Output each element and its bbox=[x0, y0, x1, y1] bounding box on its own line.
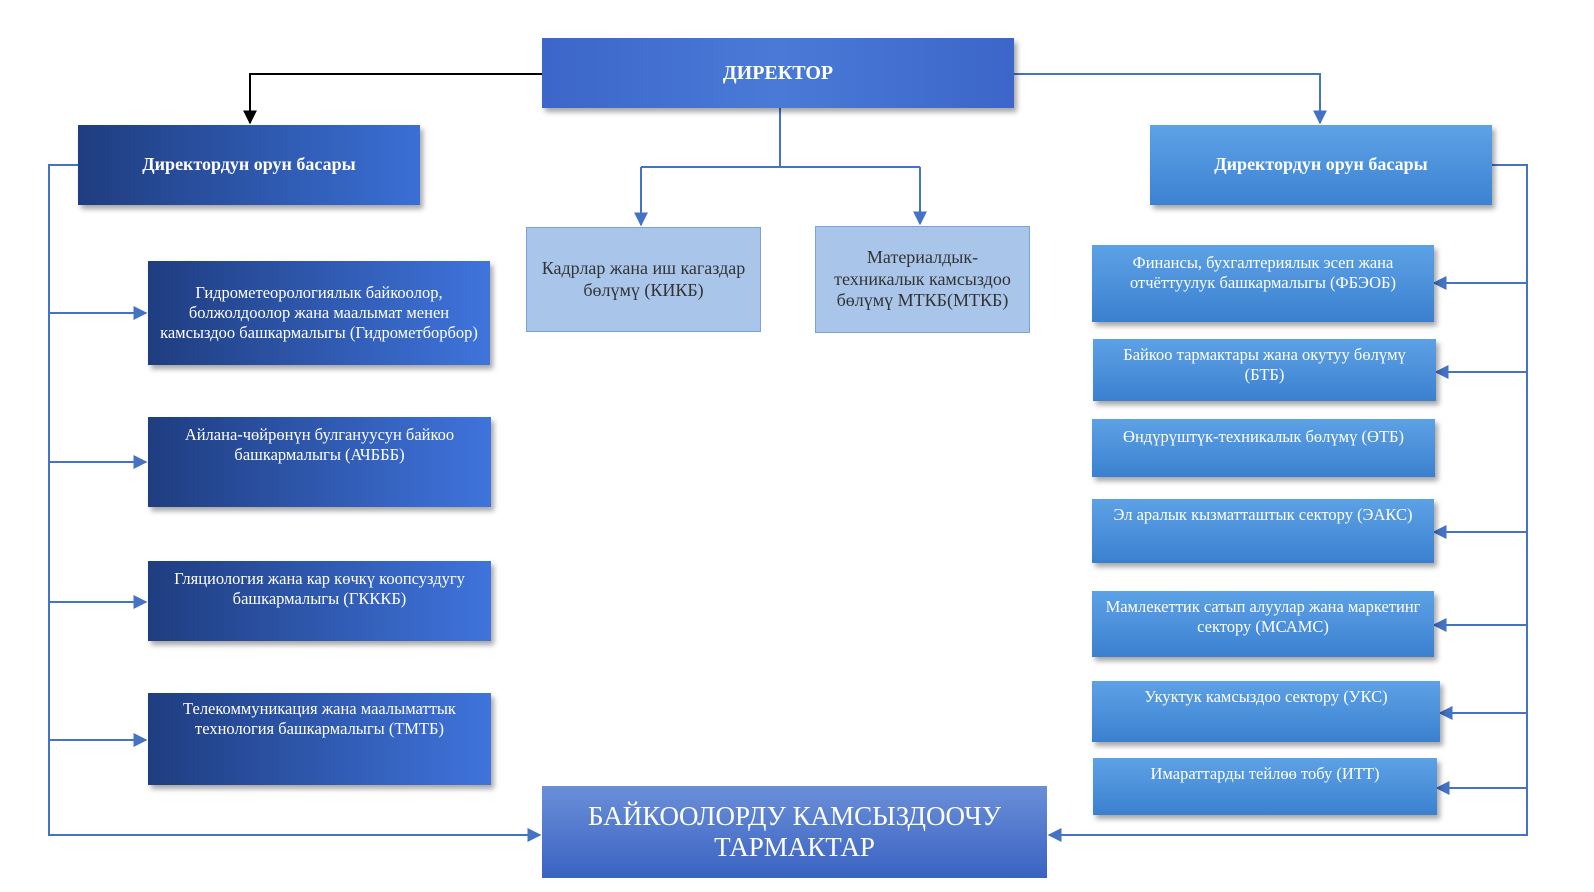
unit-tmtb: Телекоммуникация жана маалыматтык технол… bbox=[148, 693, 491, 785]
unit-uks: Укуктук камсыздоо сектору (УКС) bbox=[1092, 681, 1440, 742]
left-bus-connector bbox=[48, 164, 542, 842]
unit-msams: Мамлекеттик сатып алуулар жана маркетинг… bbox=[1092, 591, 1434, 657]
unit-fbeob: Финансы, бухгалтериялык эсеп жана отчётт… bbox=[1092, 245, 1434, 322]
right-bus-connector bbox=[1047, 164, 1528, 842]
deputy-director-right: Директордун орун басары bbox=[1150, 125, 1492, 205]
deputy-director-left: Директордун орун басары bbox=[78, 125, 420, 205]
director-to-left-deputy-connector bbox=[243, 73, 542, 125]
unit-gidrometborbor: Гидрометеорологиялык байкоолор, болжолдо… bbox=[148, 261, 490, 365]
supporting-networks-box: БАЙКООЛОРДУ КАМСЫЗДООЧУ ТАРМАКТАР bbox=[542, 786, 1047, 878]
unit-itt: Имараттарды тейлөө тобу (ИТТ) bbox=[1093, 758, 1437, 815]
unit-btb: Байкоо тармактары жана окутуу бөлүмү (БТ… bbox=[1093, 339, 1436, 401]
director-box: ДИРЕКТОР bbox=[542, 38, 1014, 108]
unit-otb: Өндүрүштүк-техникалык бөлүмү (ӨТБ) bbox=[1092, 419, 1435, 477]
unit-eaks: Эл аралык кызматташтык сектору (ЭАКС) bbox=[1092, 499, 1434, 563]
director-to-right-deputy-connector bbox=[1014, 73, 1327, 125]
unit-achbbb: Айлана-чөйрөнүн булгануусун байкоо башка… bbox=[148, 417, 491, 507]
unit-kikb: Кадрлар жана иш кагаздар бөлүмү (КИКБ) bbox=[526, 227, 761, 332]
unit-gkkkb: Гляциология жана кар көчкү коопсуздугу б… bbox=[148, 561, 491, 641]
unit-mtkb: Материалдык-техникалык камсыздоо бөлүмү … bbox=[815, 226, 1030, 333]
